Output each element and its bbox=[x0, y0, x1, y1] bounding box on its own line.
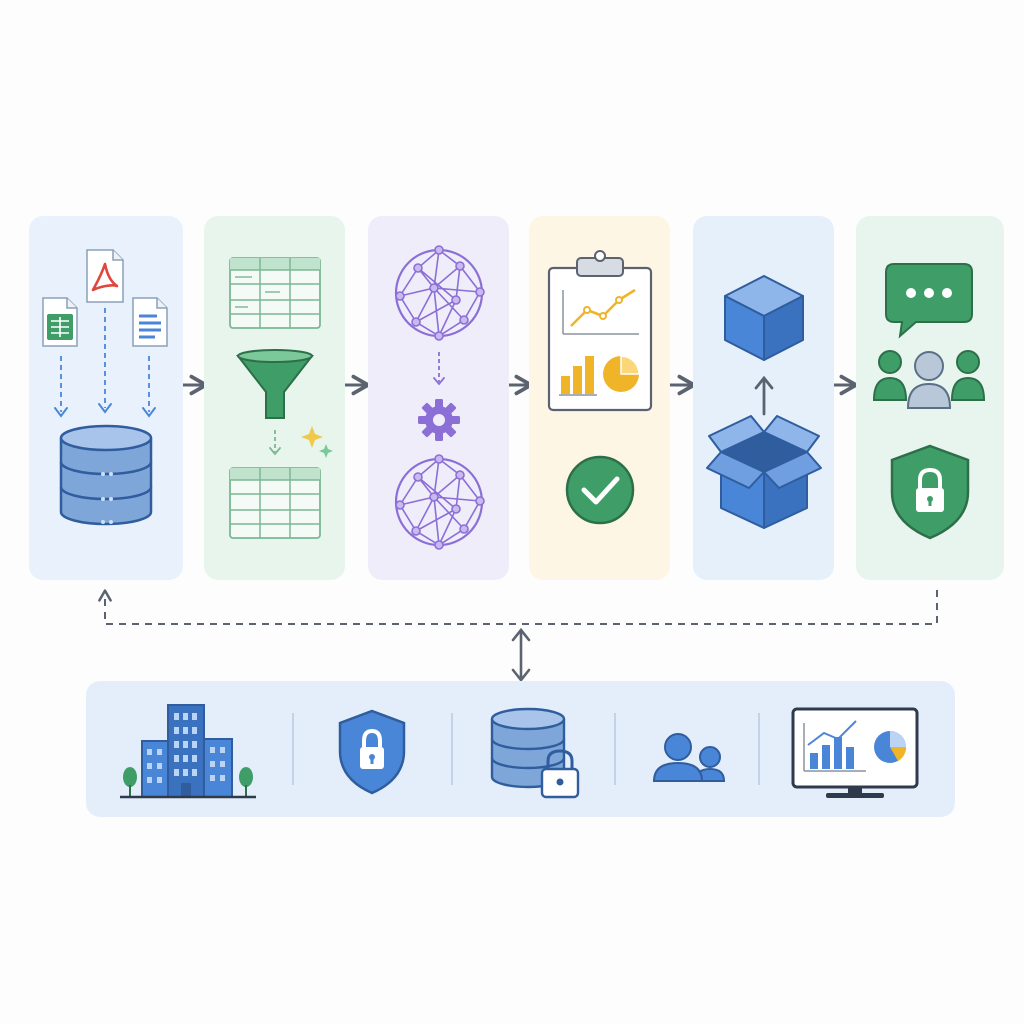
bar-chart-icon bbox=[559, 356, 597, 396]
database-icon bbox=[59, 424, 153, 526]
infrastructure-link-arrow bbox=[511, 627, 531, 683]
trained-network-icon bbox=[394, 454, 485, 550]
line-chart-icon bbox=[562, 288, 639, 335]
pdf-file-icon bbox=[86, 249, 124, 303]
users-group-icon bbox=[872, 350, 986, 409]
cube-icon bbox=[724, 275, 804, 361]
ingest-arrowheads bbox=[54, 403, 156, 418]
check-circle-icon bbox=[565, 455, 635, 525]
spreadsheet-file-icon bbox=[42, 297, 78, 347]
shield-lock-icon bbox=[338, 709, 406, 795]
model-stage-panel bbox=[368, 216, 509, 580]
validate-stage-panel bbox=[529, 216, 670, 580]
gear-icon bbox=[418, 399, 460, 441]
infra-dividers bbox=[292, 713, 760, 785]
document-file-icon bbox=[132, 297, 168, 347]
secure-database-icon bbox=[490, 707, 580, 799]
clean-stage-panel bbox=[204, 216, 345, 580]
neural-network-icon bbox=[394, 245, 485, 341]
ingest-stage-panel bbox=[29, 216, 183, 580]
ingest-dashed-arrows bbox=[60, 308, 150, 412]
office-buildings-icon bbox=[120, 704, 256, 799]
funnel-icon bbox=[235, 349, 315, 419]
infrastructure-panel bbox=[86, 681, 955, 817]
sparkle-icon bbox=[301, 426, 333, 458]
shield-lock-icon bbox=[890, 444, 970, 540]
dashboard-monitor-icon bbox=[791, 707, 919, 798]
clean-table-icon bbox=[229, 467, 321, 539]
package-stage-panel bbox=[693, 216, 834, 580]
serve-stage-panel bbox=[856, 216, 1004, 580]
model-dashed-arrow bbox=[433, 352, 445, 386]
feedback-loop bbox=[98, 589, 938, 625]
open-box-icon bbox=[706, 415, 822, 529]
chat-bubble-icon bbox=[885, 263, 973, 339]
clean-dashed-arrow bbox=[269, 430, 281, 456]
package-up-arrow bbox=[754, 375, 774, 416]
users-icon bbox=[652, 733, 726, 782]
pie-chart-icon bbox=[603, 355, 640, 392]
table-icon bbox=[229, 257, 321, 329]
